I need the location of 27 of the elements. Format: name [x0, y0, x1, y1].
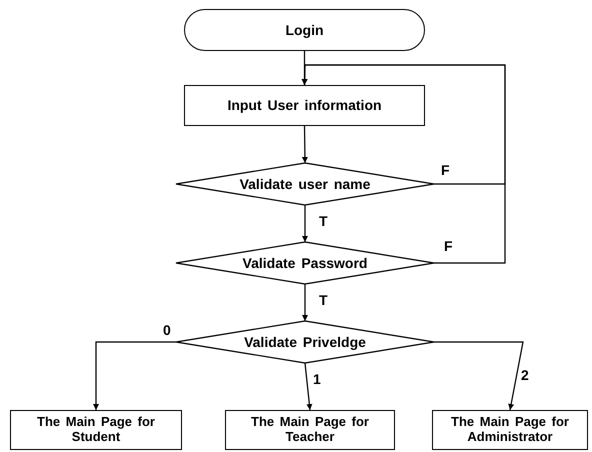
arrow — [302, 205, 308, 242]
arrow — [302, 284, 308, 321]
node-text: The Main Page for Teacher — [250, 415, 370, 445]
node-text: Login — [284, 22, 325, 38]
arrow — [434, 341, 524, 410]
process-box — [225, 410, 395, 450]
arrow — [302, 126, 308, 163]
node-text: Validate Priveldge — [243, 334, 367, 350]
node-text: Validate Password — [242, 254, 368, 272]
node-text: Validate user name — [238, 176, 372, 192]
edge-label: T — [318, 214, 329, 228]
node-text: Input User information — [226, 97, 383, 114]
arrow — [302, 64, 506, 264]
arrow — [304, 362, 312, 410]
arrow — [93, 341, 176, 410]
process-box — [10, 410, 182, 450]
edge-label: T — [318, 293, 329, 307]
edge-label: 1 — [312, 372, 322, 386]
process-box — [184, 85, 425, 126]
node-text: The Main Page for Student — [36, 415, 156, 445]
edge-label: F — [443, 239, 454, 253]
edge-label: 0 — [162, 323, 172, 337]
process-box — [432, 410, 588, 450]
edge-label: F — [440, 163, 451, 177]
edge-label: 2 — [520, 368, 530, 382]
node-text: The Main Page for Administrator — [450, 415, 570, 445]
terminal-box — [184, 9, 425, 51]
